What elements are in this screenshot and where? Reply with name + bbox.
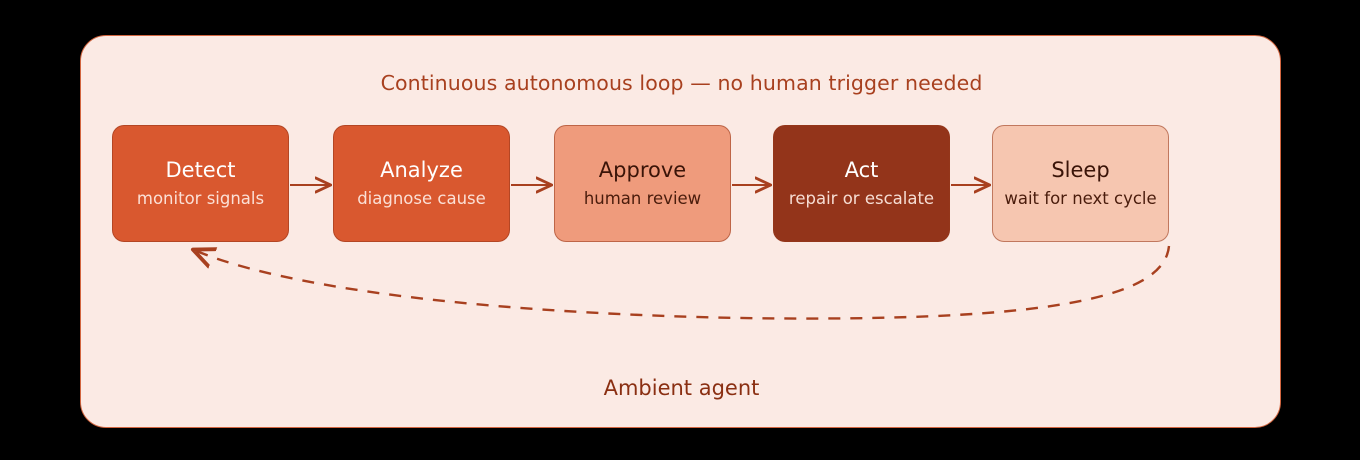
stage-approve[interactable]: Approve human review — [554, 125, 731, 242]
stage-subtitle: repair or escalate — [788, 189, 935, 209]
stage-subtitle: human review — [583, 189, 702, 209]
stage-subtitle: wait for next cycle — [1004, 189, 1157, 209]
stage-row: Detect monitor signals Analyze diagnose … — [81, 36, 1282, 429]
stage-sleep[interactable]: Sleep wait for next cycle — [992, 125, 1169, 242]
stage-act[interactable]: Act repair or escalate — [773, 125, 950, 242]
stage-subtitle: monitor signals — [136, 189, 265, 209]
stage-title: Analyze — [380, 158, 463, 183]
stage-title: Act — [844, 158, 879, 183]
stage-subtitle: diagnose cause — [357, 189, 486, 209]
stage-analyze[interactable]: Analyze diagnose cause — [333, 125, 510, 242]
stage-title: Approve — [598, 158, 687, 183]
container-label: Ambient agent — [603, 376, 760, 400]
stage-detect[interactable]: Detect monitor signals — [112, 125, 289, 242]
stage-title: Detect — [165, 158, 236, 183]
loop-caption: Continuous autonomous loop — no human tr… — [380, 71, 983, 95]
stage-title: Sleep — [1051, 158, 1110, 183]
ambient-agent-container: Continuous autonomous loop — no human tr… — [80, 35, 1281, 428]
